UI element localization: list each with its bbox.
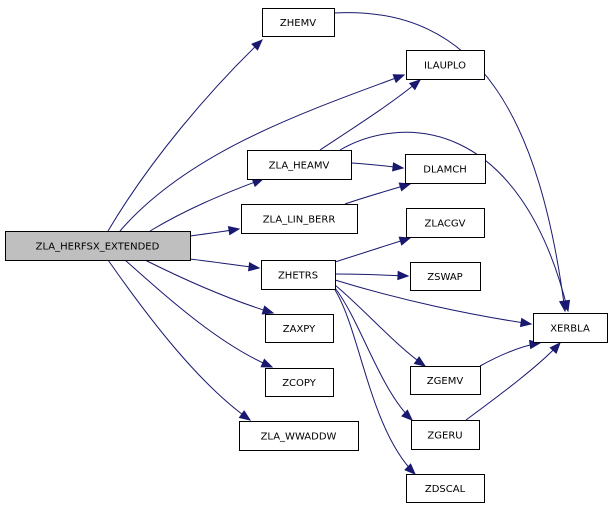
node-box: [239, 421, 359, 451]
node-box: [247, 150, 352, 180]
edge-zla-herfsx-extended-to-zcopy: [124, 259, 273, 368]
node-label: ZLACGV: [425, 219, 466, 230]
arrowhead-icon: [560, 299, 571, 313]
node-box: [410, 366, 481, 395]
node-zgeru[interactable]: ZGERU: [411, 420, 480, 450]
arrowhead-icon: [398, 182, 412, 192]
node-xerbla[interactable]: XERBLA: [533, 313, 608, 343]
edge-zhemv-to-xerbla: [333, 12, 566, 312]
arrowhead-icon: [238, 410, 252, 421]
edge-zla-herfsx-extended-to-zaxpy: [144, 259, 274, 314]
edge-zla-heamv-to-xerbla: [339, 131, 569, 312]
edge-zhetrs-to-zswap: [334, 273, 409, 277]
node-label: ZGERU: [427, 431, 462, 442]
arrowhead-icon: [392, 162, 405, 172]
node-box: [406, 50, 485, 80]
arrowhead-icon: [251, 39, 263, 51]
node-box: [405, 154, 486, 184]
node-label: ZHETRS: [278, 271, 318, 282]
node-label: ZHEMV: [280, 18, 316, 29]
node-label: ZLA_WWADDW: [261, 432, 337, 443]
arrowhead-icon: [398, 236, 412, 246]
node-box: [265, 368, 334, 397]
node-label: ZGEMV: [427, 376, 464, 387]
arrowhead-icon: [397, 270, 410, 281]
node-zcopy[interactable]: ZCOPY: [265, 368, 334, 397]
node-label: ILAUPLO: [424, 61, 466, 72]
node-label: ZSWAP: [427, 272, 462, 283]
node-zgemv[interactable]: ZGEMV: [410, 366, 481, 395]
node-label: ZAXPY: [283, 324, 316, 335]
node-label: ZLA_LIN_BERR: [263, 215, 336, 226]
node-label: XERBLA: [550, 324, 590, 335]
edge-zhetrs-to-xerbla: [334, 279, 532, 325]
node-box: [410, 262, 481, 291]
node-box: [406, 208, 485, 238]
arrowhead-icon: [261, 305, 275, 315]
node-box: [411, 420, 480, 450]
node-zla-lin-berr[interactable]: ZLA_LIN_BERR: [241, 204, 358, 234]
arrowhead-icon: [392, 74, 406, 84]
arrowhead-icon: [413, 356, 427, 367]
edge-zla-herfsx-extended-to-zhemv: [107, 39, 263, 232]
node-ilauplo[interactable]: ILAUPLO: [406, 50, 485, 80]
node-zhetrs[interactable]: ZHETRS: [261, 260, 336, 290]
edge-zla-herfsx-extended-to-zla-wwaddw: [107, 259, 251, 421]
node-zla-wwaddw[interactable]: ZLA_WWADDW: [239, 421, 359, 451]
arrowhead-icon: [549, 342, 561, 354]
node-zla-herfsx-extended[interactable]: ZLA_HERFSX_EXTENDED: [5, 231, 191, 261]
edge-zla-heamv-to-ilauplo: [319, 79, 421, 151]
node-label: ZLA_HERFSX_EXTENDED: [36, 242, 160, 253]
arrowhead-icon: [260, 358, 274, 368]
node-box: [265, 314, 334, 343]
edge-zla-herfsx-extended-to-zla-heamv: [149, 178, 264, 232]
node-box: [533, 313, 608, 343]
edge-zgeru-to-xerbla: [465, 342, 561, 421]
node-zdscal[interactable]: ZDSCAL: [406, 474, 485, 503]
arrowhead-icon: [247, 261, 261, 272]
arrowhead-icon: [401, 409, 413, 421]
edge-zhetrs-to-zgemv: [334, 284, 426, 367]
node-box: [406, 474, 485, 503]
node-box: [261, 260, 336, 290]
arrowhead-icon: [408, 79, 422, 91]
edge-zhetrs-to-zdscal: [334, 289, 416, 475]
node-zswap[interactable]: ZSWAP: [410, 262, 481, 291]
node-box: [241, 204, 358, 234]
edge-zhetrs-to-zlacgv: [334, 237, 411, 263]
arrowhead-icon: [227, 225, 241, 236]
node-box: [5, 231, 191, 261]
arrowhead-icon: [519, 317, 533, 328]
node-zhemv[interactable]: ZHEMV: [262, 8, 335, 37]
node-zlacgv[interactable]: ZLACGV: [406, 208, 485, 238]
node-zaxpy[interactable]: ZAXPY: [265, 314, 334, 343]
arrowhead-icon: [404, 463, 416, 475]
node-label: DLAMCH: [423, 165, 466, 176]
edge-zhetrs-to-zgeru: [334, 287, 413, 421]
node-box: [262, 8, 335, 37]
node-zla-heamv[interactable]: ZLA_HEAMV: [247, 150, 352, 180]
node-label: ZCOPY: [282, 378, 317, 389]
edges: [107, 12, 571, 475]
edge-zla-herfsx-extended-to-ilauplo: [119, 74, 405, 232]
node-dlamch[interactable]: DLAMCH: [405, 154, 486, 184]
node-label: ZDSCAL: [425, 484, 466, 495]
node-label: ZLA_HEAMV: [269, 161, 330, 172]
nodes: ZLA_HERFSX_EXTENDED ZHEMV ILAUPLO ZLA_HEAMV…: [5, 8, 608, 503]
